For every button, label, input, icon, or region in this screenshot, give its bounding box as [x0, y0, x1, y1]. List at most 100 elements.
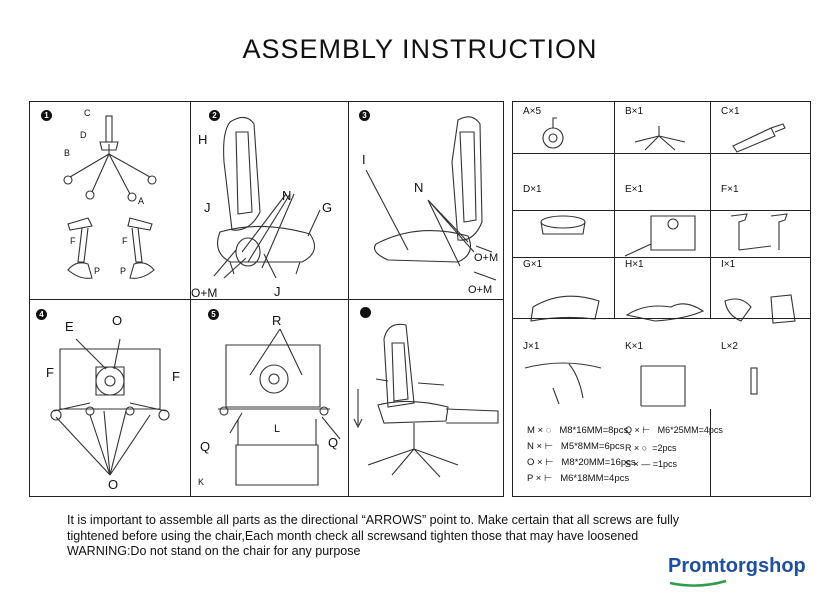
part-e-cell: E×1 [615, 154, 711, 257]
label-o: O [108, 477, 119, 492]
gas-cylinder-icon [732, 123, 786, 153]
hardware-spec: =2pcs [652, 443, 677, 453]
label-d: D [80, 130, 87, 140]
part-d-cell: D×1 [513, 154, 615, 235]
step-4-panel: 4 E O F F O [30, 299, 190, 498]
star-base-icon [634, 126, 686, 151]
label-f: F [70, 236, 76, 246]
step-number: 2 [209, 110, 220, 121]
hardware-spec: =1pcs [652, 459, 678, 469]
label-a: A [138, 196, 145, 206]
label-p: P [120, 266, 127, 276]
tilt-mechanism-icon [624, 215, 696, 257]
label-j: J [274, 284, 281, 299]
part-a-cell: A×5 [513, 102, 615, 154]
logo-text-part2: shop [758, 555, 806, 577]
part-j-cell: J×1 [513, 258, 615, 405]
part-name: I×1 [721, 259, 736, 270]
step-number: 1 [41, 110, 52, 121]
cylinder-cover-icon [540, 215, 586, 235]
grid-divider [30, 299, 503, 300]
hardware-item-n: N × ⊢ M5*8MM=6pcs [527, 441, 625, 452]
label-o-m: O+M [191, 286, 218, 300]
step-3-panel: 3 I N O+M O+M [348, 102, 505, 299]
label-j: J [204, 200, 211, 215]
label-f: F [172, 369, 180, 384]
label-e: E [65, 319, 74, 334]
hardware-spec: M5*8MM=6pcs [560, 441, 625, 452]
part-name: A×5 [523, 106, 542, 117]
part-name: G×1 [523, 259, 543, 270]
hardware-item-q: Q × ⊢ M6*25MM=4pcs [625, 425, 723, 435]
part-name: H×1 [625, 259, 644, 270]
label-p: P [94, 266, 101, 276]
label-o-m: O+M [474, 252, 499, 264]
label-g: G [322, 200, 333, 215]
step-1-panel: 1 C D B A F F P P [30, 102, 190, 299]
label-o: O [112, 313, 123, 328]
step-2-panel: 2 H N J G O+M J [190, 102, 348, 300]
recline-bracket-icon [724, 294, 796, 324]
base-assembly-drawing [63, 115, 157, 279]
part-name: F×1 [721, 184, 739, 195]
hardware-spec: M8*20MM=16pcs [561, 457, 636, 468]
label-n: N [414, 180, 424, 195]
label-k: K [198, 477, 205, 487]
logo-text-part1: Promtorg [668, 555, 758, 577]
connector-plate-icon [750, 367, 758, 395]
part-name: J×1 [523, 341, 540, 352]
label-f: F [122, 236, 128, 246]
warning-note: WARNING:Do not stand on the chair for an… [67, 544, 361, 558]
label-b: B [64, 148, 71, 158]
part-l-cell: L×2 [711, 258, 810, 395]
part-name: L×2 [721, 341, 738, 352]
assembly-steps-grid: 1 C D B A F F P P 2 [29, 101, 504, 497]
hardware-right-cell: Q × ⊢ M6*25MM=4pcs R × ○ =2pcs S × — =1p… [625, 409, 810, 496]
part-b-cell: B×1 [615, 102, 711, 154]
hardware-spec: M6*25MM=4pcs [657, 425, 723, 435]
part-name: D×1 [523, 184, 542, 195]
step-number: 3 [359, 110, 370, 121]
hardware-item-o: O × ⊢ M8*20MM=16pcs [527, 457, 636, 468]
hardware-code: N × [527, 441, 543, 452]
caster-wheel-icon [542, 117, 564, 149]
label-o-m: O+M [468, 284, 493, 296]
part-c-cell: C×1 [711, 102, 810, 154]
label-f: F [46, 365, 54, 380]
backrest-icon [625, 303, 705, 322]
side-cover-icon [524, 362, 602, 405]
instruction-note: tightened before using the chair,Each mo… [67, 529, 639, 543]
hardware-spec: M6*18MM=4pcs [560, 473, 630, 484]
hardware-item-p: P × ⊢ M6*18MM=4pcs [527, 473, 630, 484]
page-title: ASSEMBLY INSTRUCTION [242, 34, 598, 64]
label-n: N [282, 188, 292, 203]
hardware-item-m: M × ◌ M8*16MM=8pcs [527, 425, 629, 436]
hardware-item-r: R × ○ =2pcs [625, 443, 677, 453]
label-l: L [274, 423, 281, 435]
hardware-code: O × [527, 457, 543, 468]
brand-logo: Promtorgshop [668, 555, 806, 587]
label-h: H [198, 132, 208, 147]
hardware-code: M × [527, 425, 544, 436]
hardware-code: S × [625, 459, 639, 469]
hardware-spec: M8*16MM=8pcs [559, 425, 629, 436]
step-number: 4 [36, 309, 47, 320]
hardware-left-cell: M × ◌ M8*16MM=8pcs N × ⊢ M5*8MM=6pcs O ×… [513, 409, 711, 496]
step-6-panel [348, 299, 505, 498]
label-c: C [84, 108, 91, 118]
part-name: E×1 [625, 184, 644, 195]
seat-cushion-icon [530, 295, 600, 322]
label-i: I [362, 152, 366, 167]
step-5-panel: 5 R L Q Q K [190, 299, 348, 498]
recline-attach-drawing [365, 116, 497, 281]
finished-chair-drawing [353, 323, 499, 478]
part-f-cell: F×1 [711, 154, 810, 251]
label-q: Q [328, 435, 339, 450]
footrest-icon [640, 365, 686, 407]
hardware-code: R × [625, 443, 640, 453]
backrest-attach-drawing [213, 116, 321, 279]
parts-list-grid: A×5 B×1 C×1 D×1 E×1 F×1 G×1 H×1 I×1 J×1 … [512, 101, 811, 497]
label-q: Q [200, 439, 211, 454]
armrest-attach-drawing [50, 338, 170, 476]
hardware-item-s: S × — =1pcs [625, 459, 678, 469]
